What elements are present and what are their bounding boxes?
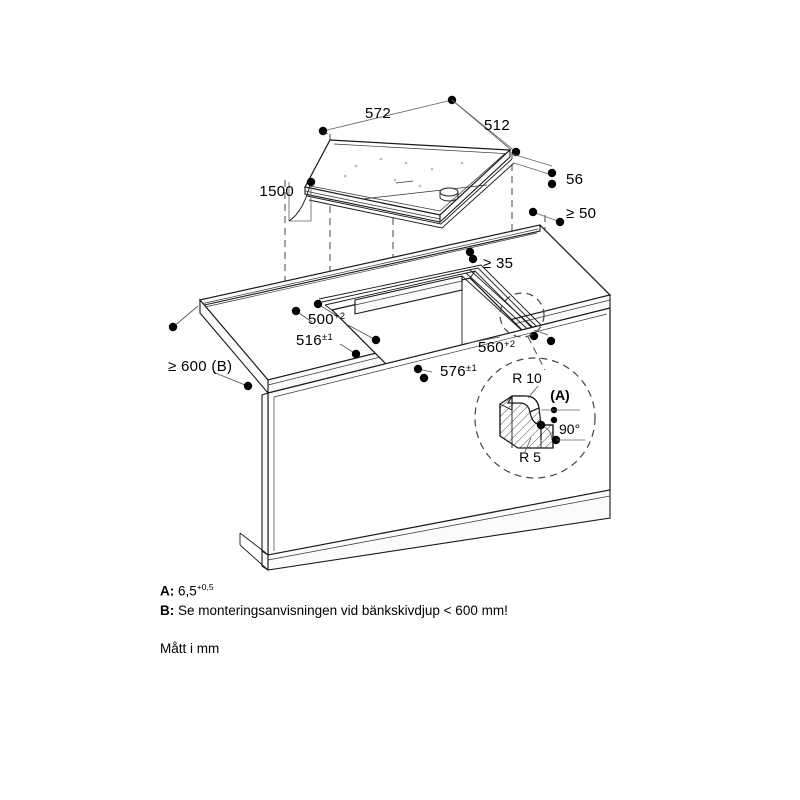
detail-label-a: (A) — [550, 387, 569, 403]
dim-dot — [468, 254, 478, 264]
dim-dot — [546, 336, 556, 346]
detail-circle — [474, 357, 596, 479]
dimension-cooktop-depth: 512 — [451, 99, 521, 157]
detail-section-block — [499, 395, 554, 449]
dimension-cutout-width: 560+2 — [467, 329, 556, 356]
dimension-cable-length: 1500 — [259, 177, 316, 200]
dim-dot — [371, 335, 381, 345]
dim-label-500: 500+2 — [308, 311, 345, 328]
dim-label-ge-600-b: ≥ 600 (B) — [168, 358, 232, 375]
dimension-clearance-below: ≥ 50 — [528, 205, 596, 227]
note-b: B: Se monteringsanvisningen vid bänkskiv… — [160, 601, 720, 620]
note-a: A: 6,5+0,5 — [160, 578, 720, 601]
dimension-ledge-depth: 516±1 — [291, 306, 361, 359]
dim-dot — [528, 207, 538, 217]
dim-label-ge-50: ≥ 50 — [566, 205, 596, 222]
detail-callout-a: R 10 R 5 (A) 90° — [474, 292, 596, 479]
note-b-key: B: — [160, 602, 175, 618]
dim-label-516: 516±1 — [296, 332, 333, 349]
note-a-key: A: — [160, 583, 175, 599]
dim-dot — [547, 168, 557, 178]
dim-dot — [351, 349, 361, 359]
cooktop-control-knob — [439, 187, 459, 202]
cabinet-body — [239, 307, 611, 572]
dim-label-ge-35: ≥ 35 — [483, 255, 513, 272]
dimension-cooktop-width: 572 — [318, 95, 511, 150]
dim-label-576: 576±1 — [440, 363, 477, 380]
cabinet-left-side — [261, 392, 269, 557]
dim-dot — [306, 177, 316, 187]
cable-length-indicator — [288, 181, 312, 222]
dim-dot — [550, 416, 558, 424]
dim-dot — [547, 179, 557, 189]
cooktop-glass-top — [304, 139, 512, 216]
note-a-tolerance: +0,5 — [196, 582, 214, 592]
dim-dot — [168, 322, 178, 332]
dim-label-1500: 1500 — [259, 183, 294, 200]
dim-dot — [318, 126, 328, 136]
note-b-value: Se monteringsanvisningen vid bänkskivdju… — [178, 602, 508, 618]
dim-dot — [536, 420, 546, 430]
dim-label-572: 572 — [365, 105, 391, 122]
dim-dot — [291, 306, 301, 316]
dim-dot — [529, 331, 539, 341]
dim-dot — [243, 381, 253, 391]
dim-dot — [419, 373, 429, 383]
detail-label-90deg: 90° — [559, 421, 580, 437]
dimension-worktop-depth: ≥ 600 (B) — [168, 305, 253, 391]
dim-label-512: 512 — [484, 117, 510, 134]
cooktop-appliance — [304, 139, 515, 229]
dim-label-56: 56 — [566, 171, 583, 188]
detail-label-r10: R 10 — [512, 370, 542, 386]
dim-dot — [313, 299, 323, 309]
dim-dot — [413, 364, 423, 374]
dimension-cooktop-height: 56 — [511, 153, 583, 189]
dim-label-560: 560+2 — [478, 339, 515, 356]
dimension-clearance-rear: ≥ 35 — [465, 247, 513, 272]
note-a-value: 6,5 — [178, 583, 197, 599]
notes-block: A: 6,5+0,5 B: Se monteringsanvisningen v… — [160, 578, 720, 620]
detail-source-circle — [499, 292, 545, 338]
dim-dot — [555, 217, 565, 227]
dimension-ledge-width: 576±1 — [413, 363, 477, 383]
units-note: Mått i mm — [160, 641, 220, 656]
dim-dot — [511, 147, 521, 157]
dim-dot — [465, 247, 475, 257]
dimension-cutout-depth: 500+2 — [308, 299, 381, 345]
detail-label-r5: R 5 — [519, 449, 541, 465]
